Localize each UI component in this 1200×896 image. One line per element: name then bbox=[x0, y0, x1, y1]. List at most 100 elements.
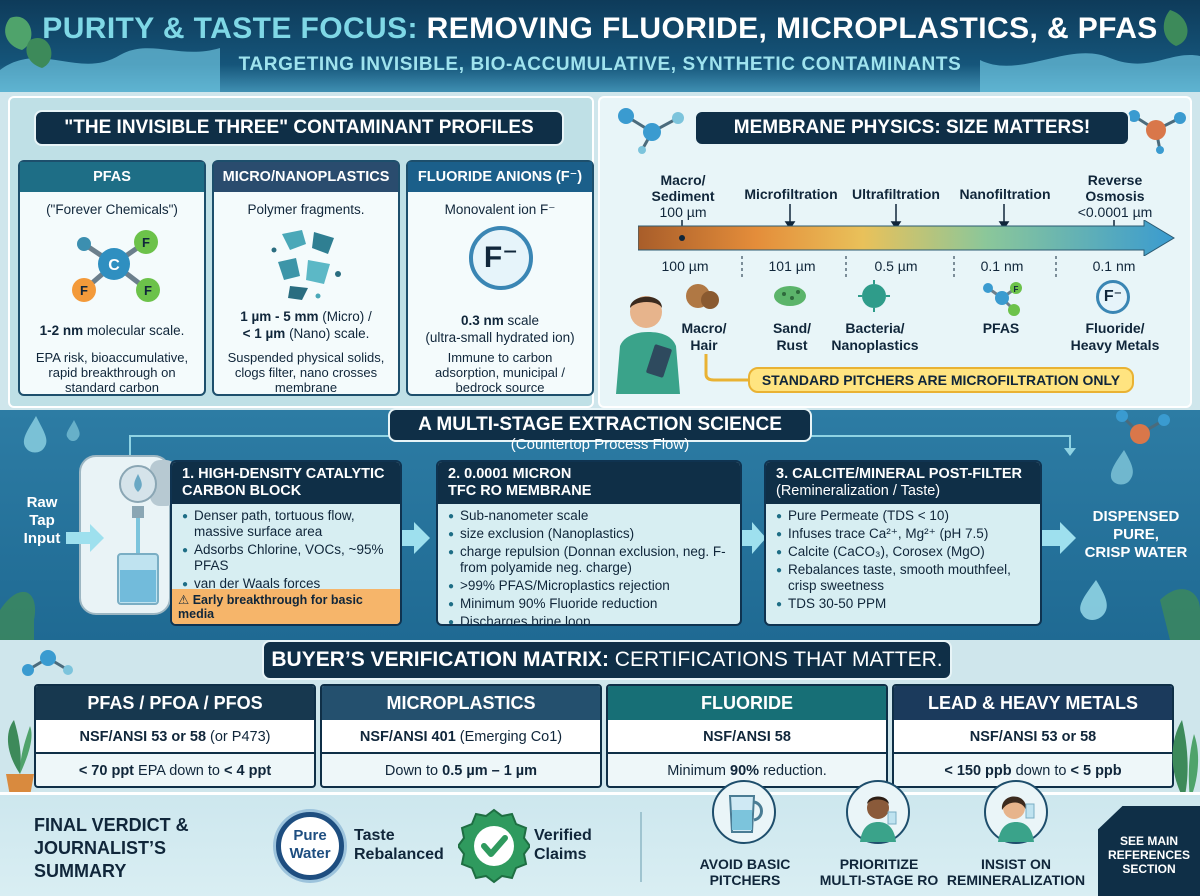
page-subtitle: TARGETING INVISIBLE, BIO-ACCUMULATIVE, S… bbox=[238, 54, 962, 75]
prioritize-ro-icon bbox=[846, 780, 910, 844]
membrane-title: MEMBRANE PHYSICS: SIZE MATTERS! bbox=[694, 110, 1130, 146]
particle-label-2: Bacteria/ Nanoplastics bbox=[831, 320, 919, 353]
pfas-desc: EPA risk, bioaccumulative, rapid breakth… bbox=[35, 350, 189, 395]
note-connector bbox=[704, 354, 752, 382]
pfas-scale: 1-2 nm molecular scale. bbox=[39, 323, 185, 338]
plant-left-icon bbox=[6, 720, 34, 796]
matrix-head-microplastics: MICROPLASTICS bbox=[322, 686, 600, 720]
scale-value-1: 101 µm bbox=[768, 258, 816, 274]
water-splash-left-icon bbox=[0, 16, 220, 92]
pfas-card-sub: ("Forever Chemicals") bbox=[46, 202, 178, 217]
scale-value-4: 0.1 nm bbox=[1092, 258, 1136, 274]
stage-2-bullet: charge repulsion (Donnan exclusion, neg.… bbox=[448, 544, 734, 576]
scale-value-0: 100 µm bbox=[661, 258, 709, 274]
sand-rust-icon bbox=[774, 286, 806, 306]
membrane-physics-panel bbox=[598, 96, 1192, 408]
stage-3-bullet: Pure Permeate (TDS < 10) bbox=[776, 508, 1034, 525]
fluoride-ion-icon: F⁻ bbox=[469, 226, 533, 290]
scale-value-2: 0.5 µm bbox=[874, 258, 918, 274]
matrix-limit-fluoride: Minimum 90% reduction. bbox=[667, 763, 827, 779]
svg-text:F: F bbox=[1014, 285, 1019, 294]
hair-sediment-icon bbox=[686, 284, 719, 309]
pitcher-icon bbox=[728, 795, 763, 833]
microplastics-card: MICRO/NANOPLASTICS Polymer fragments. 1 … bbox=[212, 160, 400, 396]
stage-2-bullet: Sub-nanometer scale bbox=[448, 508, 734, 525]
footer-divider bbox=[640, 812, 642, 882]
fluoride-desc: Immune to carbon adsorption, municipal /… bbox=[434, 350, 566, 395]
warning-icon: ⚠ bbox=[178, 593, 190, 607]
pfas-card-title: PFAS bbox=[20, 162, 204, 192]
particle-label-4: Fluoride/ Heavy Metals bbox=[1070, 320, 1160, 353]
stage-2-bullet: Discharges brine loop bbox=[448, 614, 734, 624]
molecule-decoration-left-icon bbox=[618, 108, 684, 154]
matrix-head-pfas: PFAS / PFOA / PFOS bbox=[36, 686, 314, 720]
stage-2-bullet: >99% PFAS/Microplastics rejection bbox=[448, 578, 734, 595]
matrix-title: BUYER’S VERIFICATION MATRIX: CERTIFICATI… bbox=[262, 640, 952, 680]
scale-value-3: 0.1 nm bbox=[980, 258, 1024, 274]
stage-2-title: 2. 0.0001 MICRON TFC RO MEMBRANE bbox=[438, 462, 740, 504]
taste-rebalanced-label: Taste Rebalanced bbox=[354, 827, 444, 863]
pfas-particle-icon: F bbox=[983, 282, 1022, 316]
stage-ro-membrane: 2. 0.0001 MICRON TFC RO MEMBRANE Sub-nan… bbox=[436, 460, 742, 626]
profiles-title: "THE INVISIBLE THREE" CONTAMINANT PROFIL… bbox=[34, 110, 564, 146]
stage-mineral-post-filter: 3. CALCITE/MINERAL POST-FILTER(Remineral… bbox=[764, 460, 1042, 626]
microplastics-desc: Suspended physical solids, clogs filter,… bbox=[227, 350, 385, 395]
microplastics-scale: 1 µm - 5 mm (Micro) /< 1 µm (Nano) scale… bbox=[240, 309, 372, 341]
matrix-cert-pfas: NSF/ANSI 53 or 58 (or P473) bbox=[36, 720, 314, 754]
stage-3-bullet: Infuses trace Ca²⁺, Mg²⁺ (pH 7.5) bbox=[776, 526, 1034, 543]
matrix-limit-microplastics: Down to 0.5 µm – 1 µm bbox=[384, 763, 538, 779]
matrix-col-fluoride: FLUORIDE NSF/ANSI 58 Minimum 90% reducti… bbox=[606, 684, 888, 788]
stage-3-bullet: Calcite (CaCO₃), Corosex (MgO) bbox=[776, 544, 1034, 561]
matrix-head-fluoride: FLUORIDE bbox=[608, 686, 886, 720]
countertop-dispenser-icon bbox=[79, 455, 176, 615]
stage-3-title: 3. CALCITE/MINERAL POST-FILTER(Remineral… bbox=[766, 462, 1040, 504]
matrix-cert-fluoride: NSF/ANSI 58 bbox=[608, 720, 886, 754]
matrix-limit-pfas: < 70 ppt EPA down to < 4 ppt bbox=[78, 763, 272, 779]
bacteria-icon bbox=[858, 280, 890, 312]
stage-carbon-block: 1. HIGH-DENSITY CATALYTIC CARBON BLOCK D… bbox=[170, 460, 402, 626]
person-drinking-icon bbox=[860, 796, 897, 842]
process-subtitle: (Countertop Process Flow) bbox=[510, 436, 690, 453]
fluoride-card-sub: Monovalent ion F⁻ bbox=[444, 202, 556, 217]
svg-text:C: C bbox=[108, 257, 120, 274]
stage-1-bullet: van der Waals forces bbox=[182, 576, 394, 593]
see-main-references-button[interactable]: SEE MAIN REFERENCES SECTION bbox=[1098, 806, 1200, 896]
header-banner: PURITY & TASTE FOCUS: REMOVING FLUORIDE,… bbox=[0, 0, 1200, 92]
stage-1-title: 1. HIGH-DENSITY CATALYTIC CARBON BLOCK bbox=[172, 462, 400, 504]
stage-2-bullet: size exclusion (Nanoplastics) bbox=[448, 526, 734, 543]
plant-right-icon bbox=[1172, 720, 1199, 800]
plastic-fragments-icon bbox=[271, 230, 341, 300]
matrix-col-microplastics: MICROPLASTICS NSF/ANSI 401 (Emerging Co1… bbox=[320, 684, 602, 788]
matrix-cert-microplastics: NSF/ANSI 401 (Emerging Co1) bbox=[322, 720, 600, 754]
standard-pitchers-note: STANDARD PITCHERS ARE MICROFILTRATION ON… bbox=[748, 367, 1134, 393]
microplastics-card-sub: Polymer fragments. bbox=[247, 202, 365, 217]
scale-divider-lines bbox=[741, 256, 1057, 280]
particle-label-3: PFAS bbox=[982, 320, 1020, 336]
svg-text:F: F bbox=[142, 235, 150, 250]
molecule-decoration-matrix-icon bbox=[22, 650, 73, 676]
label-microfiltration: Microfiltration bbox=[744, 186, 838, 202]
microplastics-card-title: MICRO/NANOPLASTICS bbox=[214, 162, 398, 192]
matrix-limit-lead: < 150 ppb down to < 5 ppb bbox=[944, 763, 1122, 779]
svg-text:F: F bbox=[144, 283, 152, 298]
stage-2-bullet: Minimum 90% Fluoride reduction bbox=[448, 596, 734, 613]
stage-1-bullet: Denser path, tortuous flow, massive surf… bbox=[182, 508, 394, 540]
verified-claims-label: Verified Claims bbox=[534, 827, 592, 863]
fluoride-card-title: FLUORIDE ANIONS (F⁻) bbox=[408, 162, 592, 192]
dispensed-water-label: DISPENSED PURE, CRISP WATER bbox=[1084, 508, 1188, 561]
insist-remineralization-icon bbox=[984, 780, 1048, 844]
process-arrows bbox=[66, 522, 1076, 554]
matrix-cert-lead: NSF/ANSI 53 or 58 bbox=[894, 720, 1172, 754]
tip-insist-remineralization: INSIST ON REMINERALIZATION bbox=[946, 856, 1086, 888]
matrix-col-pfas: PFAS / PFOA / PFOS NSF/ANSI 53 or 58 (or… bbox=[34, 684, 316, 788]
fluoride-scale: 0.3 nm scale(ultra-small hydrated ion) bbox=[425, 313, 575, 345]
label-nanofiltration: Nanofiltration bbox=[959, 186, 1051, 202]
verified-check-badge-icon bbox=[458, 808, 530, 884]
tip-avoid-pitchers: AVOID BASIC PITCHERS bbox=[699, 856, 791, 888]
fluoride-card: FLUORIDE ANIONS (F⁻) Monovalent ion F⁻ F… bbox=[406, 160, 594, 396]
stage-3-bullet: Rebalances taste, smooth mouthfeel, cris… bbox=[776, 562, 1034, 594]
pfas-card: PFAS ("Forever Chemicals") C F F F 1-2 n… bbox=[18, 160, 206, 396]
stage-3-bullet: TDS 30-50 PPM bbox=[776, 596, 1034, 613]
avoid-pitchers-icon bbox=[712, 780, 776, 844]
